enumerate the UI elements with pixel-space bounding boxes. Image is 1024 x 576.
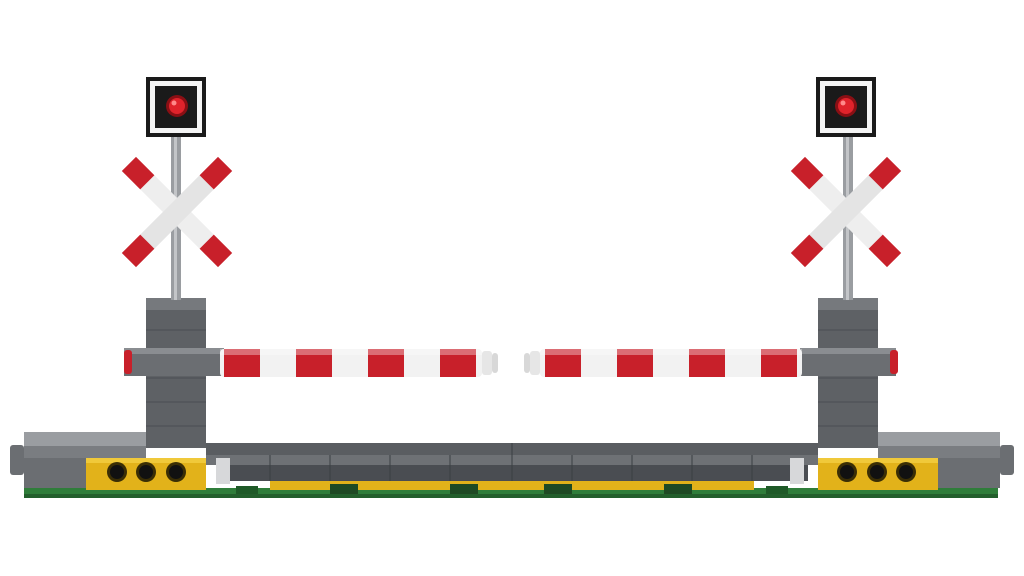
road-surface	[206, 443, 818, 494]
signal-lamp-right-icon	[816, 77, 876, 137]
left-barrier-arm	[124, 348, 498, 377]
base-plate	[24, 488, 998, 498]
crossbuck-sign-right-icon	[790, 156, 902, 268]
right-barrier-arm	[524, 348, 898, 377]
right-yellow-block	[818, 458, 938, 490]
signal-lamp-left-icon	[146, 77, 206, 137]
crossbuck-sign-left-icon	[121, 156, 233, 268]
right-edge-block	[878, 432, 1014, 488]
left-edge-block	[10, 432, 146, 488]
left-yellow-block	[86, 458, 206, 490]
